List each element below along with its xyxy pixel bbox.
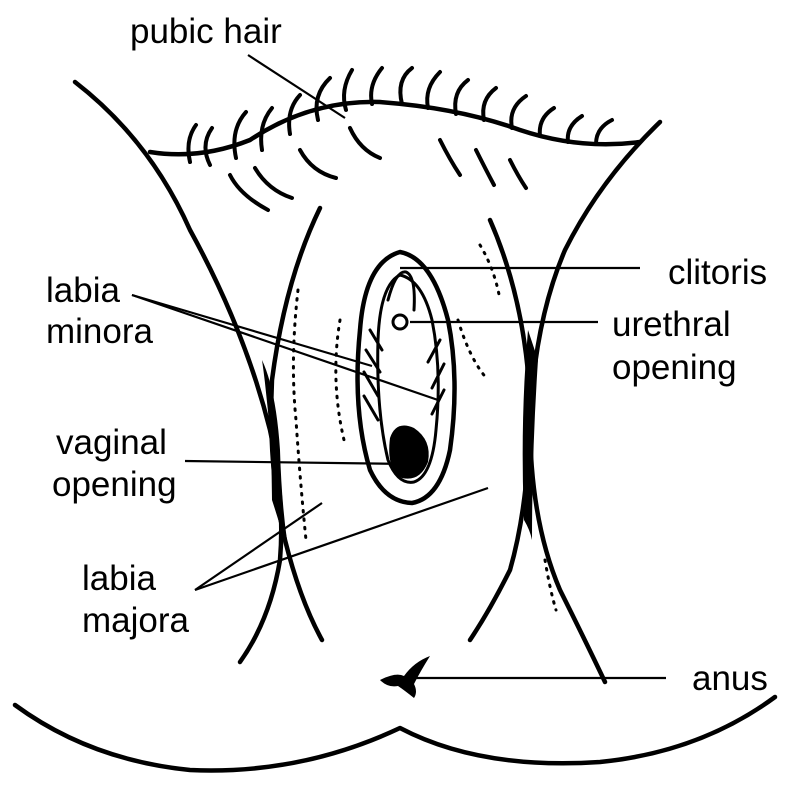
label-labia-majora-line1: labia [82, 559, 156, 598]
urethral-opening-mark [393, 315, 407, 329]
label-urethral-opening-line2: opening [612, 348, 737, 387]
buttocks-contour [15, 697, 775, 770]
label-pubic-hair: pubic hair [130, 12, 282, 51]
label-vaginal-opening-line1: vaginal [56, 423, 167, 462]
leader-lines [132, 55, 666, 678]
clitoral-hood [388, 272, 414, 310]
label-labia-minora-line2: minora [46, 312, 154, 351]
leader-pubic-hair [248, 55, 345, 118]
labels: pubic hair labia minora clitoris urethra… [46, 12, 768, 698]
label-labia-minora-line1: labia [46, 271, 120, 310]
label-urethral-opening-line1: urethral [612, 305, 731, 344]
vaginal-opening-mark [389, 426, 429, 479]
mons-contour [150, 102, 640, 154]
leader-labia-majora-b [195, 488, 488, 590]
label-labia-majora-line2: majora [82, 601, 190, 640]
leader-labia-majora-a [195, 503, 322, 590]
right-thigh-contour [530, 122, 660, 682]
vulva [336, 252, 488, 503]
right-inner-fold [470, 220, 530, 640]
leader-labia-minora-a [132, 295, 372, 366]
pubic-hair [150, 68, 640, 210]
leader-vaginal-opening [185, 461, 410, 464]
label-vaginal-opening-line2: opening [52, 465, 177, 504]
label-anus: anus [692, 659, 768, 698]
label-clitoris: clitoris [668, 253, 767, 292]
